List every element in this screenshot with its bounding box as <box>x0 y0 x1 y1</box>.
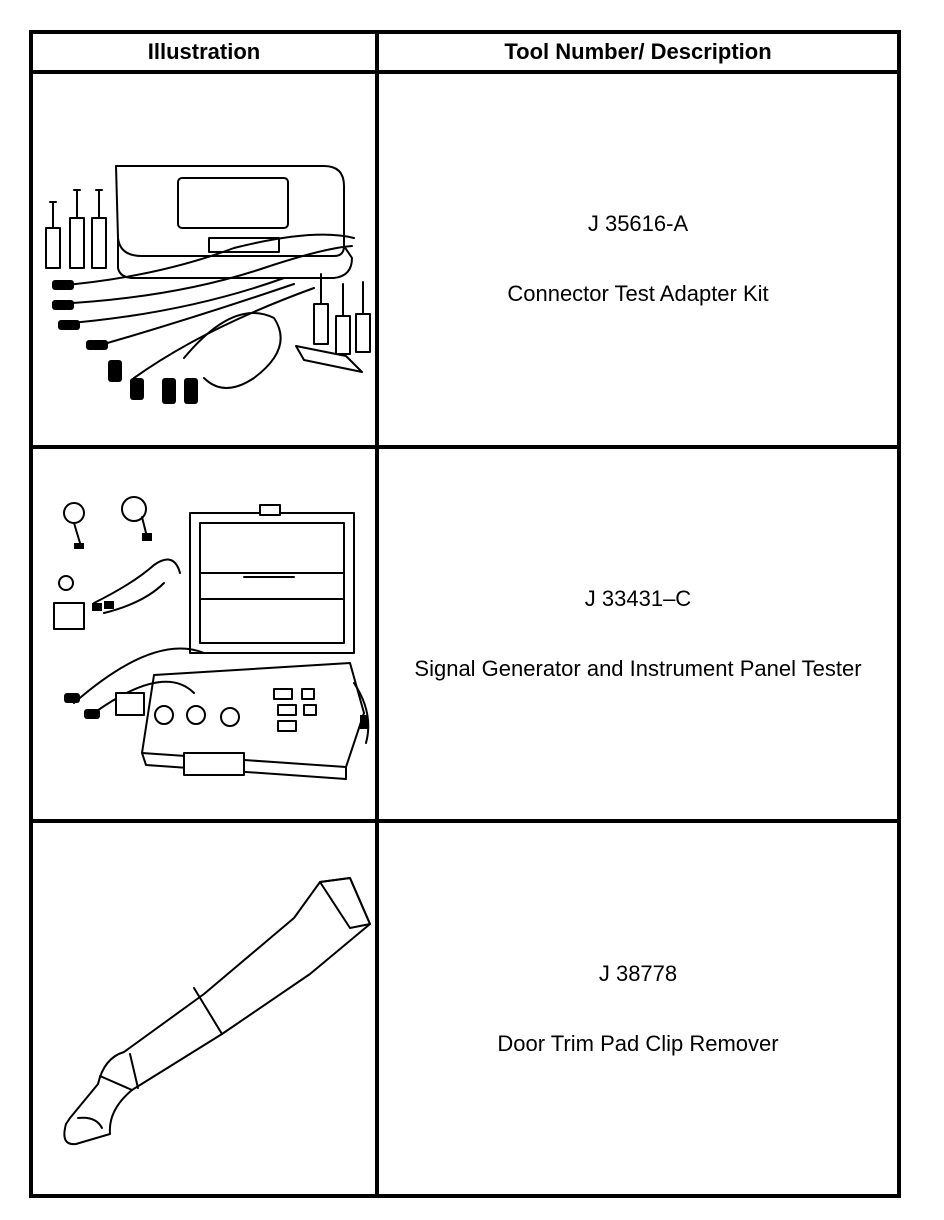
tool-table: Illustration Tool Number/ Description <box>29 29 901 1198</box>
illustration-cell <box>29 444 379 824</box>
header-illustration: Illustration <box>29 29 379 75</box>
door-trim-pad-clip-remover-icon <box>63 876 371 1145</box>
illustration-cell <box>29 819 379 1198</box>
table-header-row: Illustration Tool Number/ Description <box>29 29 901 75</box>
tool-description: Door Trim Pad Clip Remover <box>497 1030 779 1056</box>
signal-generator-tester-icon <box>53 496 370 781</box>
tool-description: Signal Generator and Instrument Panel Te… <box>414 656 862 682</box>
tool-number: J 33431–C <box>584 586 692 612</box>
tool-description-cell: J 33431–C Signal Generator and Instrumen… <box>375 444 901 824</box>
table-row: J 33431–C Signal Generator and Instrumen… <box>29 444 901 824</box>
tool-description: Connector Test Adapter Kit <box>507 281 769 307</box>
header-tool-description: Tool Number/ Description <box>375 29 901 75</box>
tool-number: J 38778 <box>598 960 678 986</box>
tool-number: J 35616-A <box>587 211 689 237</box>
table-row: J 35616-A Connector Test Adapter Kit <box>29 70 901 449</box>
tool-description-cell: J 35616-A Connector Test Adapter Kit <box>375 70 901 449</box>
connector-test-adapter-kit-icon <box>45 165 371 405</box>
table-row: J 38778 Door Trim Pad Clip Remover <box>29 819 901 1198</box>
tool-description-cell: J 38778 Door Trim Pad Clip Remover <box>375 819 901 1198</box>
illustration-cell <box>29 70 379 449</box>
